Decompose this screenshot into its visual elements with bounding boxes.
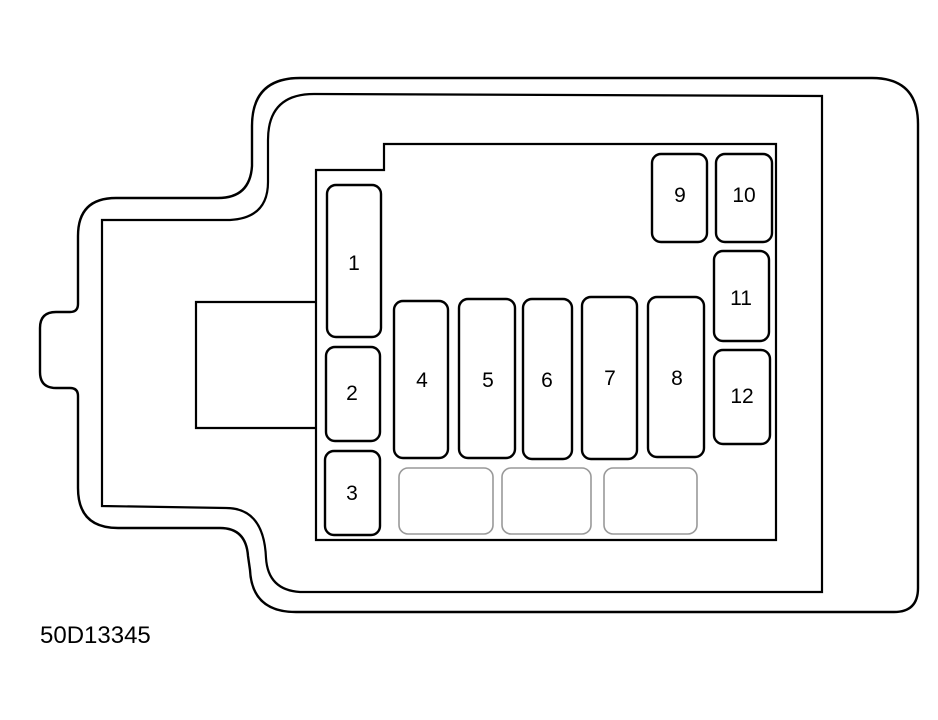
fuse-2-label: 2 — [346, 382, 358, 405]
fuse-2: 2 — [324, 345, 382, 443]
fuse-8-label: 8 — [671, 367, 683, 390]
fuse-8: 8 — [646, 295, 706, 459]
fuse-4-label: 4 — [416, 369, 428, 392]
fuse-12: 12 — [712, 348, 772, 446]
housing-inner-outline — [100, 92, 824, 594]
fuse-5: 5 — [457, 297, 517, 460]
fuse-4: 4 — [392, 299, 450, 460]
fuse-9-label: 9 — [674, 184, 686, 207]
diagram-code: 50D13345 — [40, 622, 151, 649]
fuse-10-label: 10 — [732, 184, 755, 207]
housing-outline — [38, 76, 920, 614]
fuse-1: 1 — [325, 183, 383, 339]
fuse-6: 6 — [521, 297, 574, 461]
fuse-3: 3 — [323, 449, 382, 537]
fuse-11-label: 11 — [730, 287, 752, 310]
fuse-6-label: 6 — [541, 369, 553, 392]
spare-slot — [398, 467, 494, 535]
fuse-9: 9 — [650, 152, 709, 244]
fuse-10: 10 — [714, 152, 774, 244]
fuse-12-label: 12 — [730, 385, 753, 408]
spare-slot — [603, 467, 698, 535]
fuse-7-label: 7 — [604, 367, 616, 390]
connector-cutout — [194, 300, 316, 430]
fuse-11: 11 — [712, 249, 771, 343]
fuse-5-label: 5 — [482, 369, 494, 392]
fuse-7: 7 — [580, 295, 639, 461]
fuse-3-label: 3 — [346, 482, 358, 505]
fuse-1-label: 1 — [348, 252, 360, 275]
spare-slot — [501, 467, 592, 535]
fuse-panel — [314, 142, 778, 542]
